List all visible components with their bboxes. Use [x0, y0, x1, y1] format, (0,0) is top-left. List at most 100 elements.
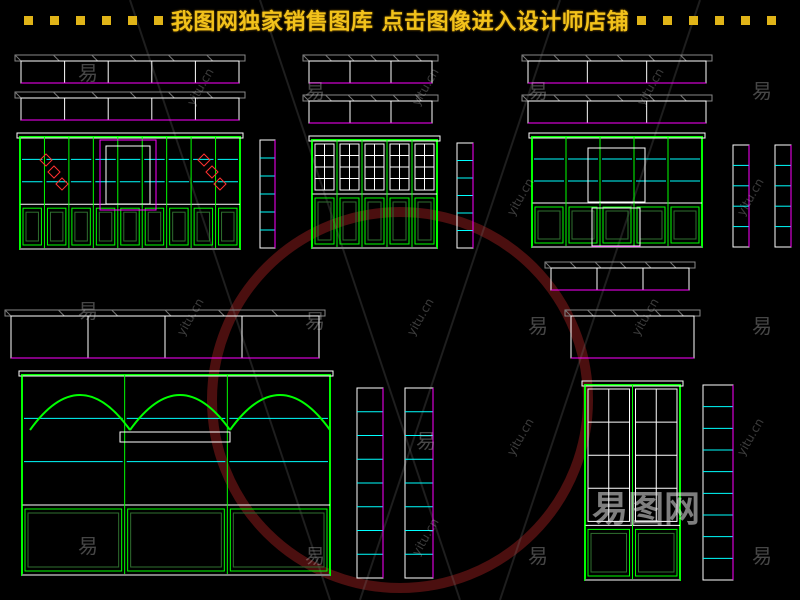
cad-line	[52, 54, 60, 62]
watermark-line	[259, 0, 461, 600]
arch	[29, 394, 131, 431]
cad-line	[648, 94, 656, 102]
lower-door-panel	[389, 197, 410, 245]
cad-line	[91, 91, 99, 99]
banner-dots-left	[23, 15, 163, 25]
lower-door-panel	[95, 207, 116, 246]
cad-line	[587, 309, 594, 317]
cad-line	[164, 309, 172, 317]
plan-wall	[14, 91, 246, 99]
cad-line	[415, 94, 422, 102]
cad-line	[370, 94, 377, 102]
cad-line	[392, 94, 400, 102]
decor-diamond	[205, 165, 219, 179]
cad-line	[632, 309, 639, 317]
door-inset	[605, 210, 629, 240]
lower-door-panel	[635, 528, 678, 577]
door-inset	[571, 210, 595, 240]
door-inset	[98, 211, 113, 242]
lower-door-panel	[22, 207, 42, 246]
cad-line	[584, 54, 592, 62]
cad-line	[91, 54, 99, 62]
watermark-char: 易	[752, 544, 772, 568]
bar-counter-top	[119, 431, 231, 443]
banner-title[interactable]: 我图网独家销售图库 点击图像进入设计师店铺	[170, 10, 630, 35]
cad-line	[521, 54, 529, 62]
cad-line	[347, 94, 355, 102]
decor-diamond	[197, 153, 211, 167]
arch	[129, 394, 231, 431]
cad-line	[553, 94, 561, 102]
watermark-char: 易	[305, 79, 325, 103]
door-inset	[196, 211, 211, 242]
arch	[229, 394, 331, 431]
watermark-char: 易	[528, 79, 548, 103]
door-inset	[590, 532, 627, 573]
watermark-char: 易	[305, 309, 325, 333]
decor-diamond	[55, 177, 69, 191]
door-inset	[638, 532, 675, 573]
lower-door-panel	[587, 528, 630, 577]
lower-door-panel	[144, 207, 165, 246]
plan-outline	[308, 60, 433, 84]
lower-door-panel	[71, 207, 91, 246]
cad-line	[52, 91, 60, 99]
decor-diamond	[47, 165, 61, 179]
lower-door-panel	[46, 207, 67, 246]
lower-door-panel	[670, 206, 700, 244]
plan-wall	[14, 54, 246, 62]
lower-door-panel	[229, 508, 328, 572]
watermark-char: 易	[752, 314, 772, 338]
watermark-char: 易	[752, 79, 772, 103]
plan-outline	[550, 267, 690, 291]
watermark-char: 易	[78, 61, 98, 85]
door-inset	[367, 201, 382, 241]
lower-door-panel	[364, 197, 385, 245]
cad-line	[544, 261, 552, 269]
side-section	[774, 144, 792, 248]
lower-door-panel	[602, 206, 632, 244]
cad-line	[302, 54, 310, 62]
cad-line	[594, 261, 602, 269]
plan-wall	[302, 54, 439, 62]
cad-line	[167, 91, 175, 99]
cad-line	[679, 94, 687, 102]
door-inset	[417, 201, 432, 241]
cad-line	[111, 309, 119, 317]
lower-door-panel	[218, 207, 238, 246]
cad-line	[616, 94, 624, 102]
lower-door-panel	[339, 197, 360, 245]
cad-line	[129, 91, 137, 99]
cabinet-elevation	[531, 136, 703, 248]
door-inset	[221, 211, 235, 242]
cad-line	[14, 91, 22, 99]
cad-line	[392, 54, 400, 62]
cad-line	[57, 309, 65, 317]
watermark-char: 易	[528, 544, 548, 568]
cad-line	[648, 54, 656, 62]
side-section	[702, 384, 734, 581]
cad-line	[679, 54, 687, 62]
decor-diamond	[213, 177, 227, 191]
door-inset	[342, 201, 357, 241]
cad-line	[619, 261, 627, 269]
cad-line	[129, 54, 137, 62]
store-banner[interactable]: 我图网独家销售图库 点击图像进入设计师店铺	[0, 0, 800, 40]
watermark-char: 易	[528, 314, 548, 338]
door-inset	[673, 210, 697, 240]
cabinet-crown	[308, 135, 441, 142]
cad-line	[325, 94, 332, 102]
cad-line	[325, 54, 332, 62]
cad-line	[616, 54, 624, 62]
door-inset	[537, 210, 561, 240]
door-inset	[147, 211, 162, 242]
banner-dots-right	[637, 15, 777, 25]
plan-outline	[308, 100, 433, 124]
door-inset	[172, 211, 186, 242]
cad-line	[217, 309, 225, 317]
cad-line	[14, 54, 22, 62]
cad-line	[654, 309, 662, 317]
watermark-line	[499, 0, 701, 600]
